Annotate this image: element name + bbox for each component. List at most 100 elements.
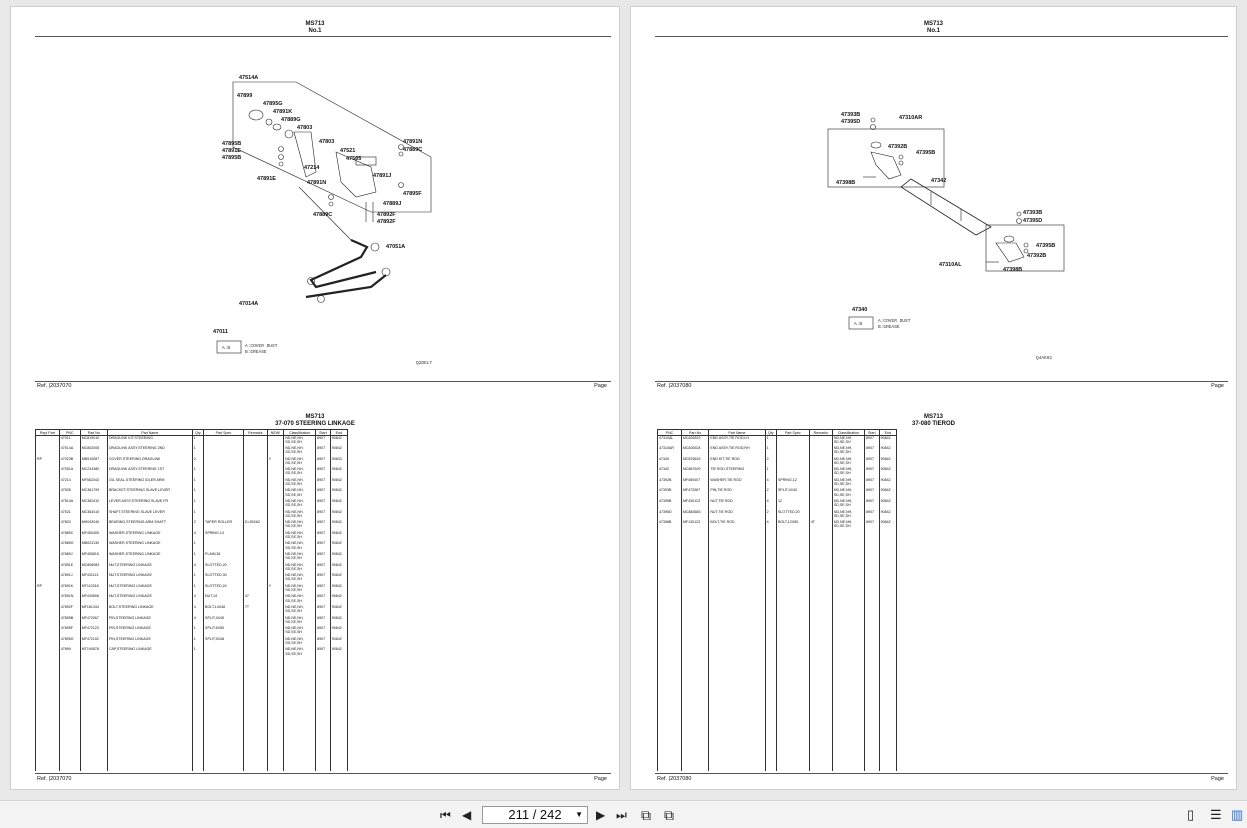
table-cell-cls: ND,NE,NH, SD,SE,SH bbox=[283, 499, 317, 510]
column-header: Remarks bbox=[808, 429, 833, 436]
callout: 47514A bbox=[239, 75, 258, 81]
callout: 47889G bbox=[281, 117, 301, 123]
left-top-sheet: No.1 bbox=[308, 28, 322, 34]
table-cell-cls: ND,NE,NH, SD,SE,SH bbox=[283, 583, 317, 595]
table-cell-spec bbox=[203, 467, 244, 478]
table-cell-partno: MF430123 bbox=[680, 499, 710, 510]
table-cell-end: 90842 bbox=[329, 467, 349, 478]
table-cell-qty: 1 bbox=[191, 446, 205, 457]
table-cell-end: 90842 bbox=[329, 530, 349, 542]
table-cell-partno: MF472102 bbox=[79, 636, 108, 648]
ref-label-bottom: Ref. |2037080 bbox=[657, 776, 692, 782]
table-cell-partno: MC361799 bbox=[79, 488, 108, 500]
ref-label-top: Ref. |2037070 bbox=[37, 383, 72, 389]
table-cell-start: 8907 bbox=[315, 435, 331, 447]
table-cell-cls: ND,NE,NH, SD,SE,SH bbox=[283, 467, 317, 478]
table-cell-name: LEVER ASSY,STEERING SLAVE,FR bbox=[106, 499, 193, 510]
table-cell-spec: 12 bbox=[776, 499, 810, 510]
table-cell-name: DRAGLINK KIT,STEERING bbox=[106, 435, 193, 447]
first-page-icon[interactable]: ⏮ bbox=[440, 808, 451, 822]
table-cell-qty: 1 bbox=[191, 626, 205, 637]
diagram-frame bbox=[232, 81, 432, 213]
table-cell-cls: ND,NE,NH, SD,SE,SH bbox=[283, 573, 317, 584]
table-cell-name: END ASSY,TIE ROD,RH bbox=[708, 446, 766, 457]
next-page-icon[interactable]: ▶ bbox=[596, 808, 606, 822]
table-cell-spec bbox=[776, 467, 810, 478]
table-cell-name: NUT,TIE ROD bbox=[708, 509, 766, 521]
table-cell-qty: 1 bbox=[191, 499, 205, 510]
table-cell-start: 8907 bbox=[864, 488, 880, 500]
note-line: A:COVER DUST bbox=[878, 318, 911, 324]
table-cell-start: 8907 bbox=[315, 562, 331, 574]
table-cell-remarks bbox=[242, 509, 268, 521]
table-cell-new bbox=[266, 626, 285, 637]
note-box-text: A.B bbox=[854, 321, 862, 327]
callout: 47395B bbox=[1036, 243, 1055, 249]
table-cell-pnc: 47023B bbox=[58, 456, 81, 468]
table-cell-cls: ND,NE,NH, SD,SE,SH bbox=[283, 605, 317, 616]
table-cell-qty: 4 bbox=[191, 562, 205, 574]
table-cell-qty: 4 bbox=[764, 520, 778, 531]
table-cell-spec: SLOTTED,20 bbox=[776, 509, 810, 521]
table-cell-new bbox=[266, 477, 285, 489]
table-cell-repl bbox=[35, 562, 60, 574]
table-cell-partno: MT110318 bbox=[79, 583, 108, 595]
table-cell-new bbox=[266, 594, 285, 605]
table-cell-repl bbox=[35, 467, 60, 478]
table-cell-repl bbox=[35, 626, 60, 637]
prev-page-icon[interactable]: ◀ bbox=[462, 808, 472, 822]
table-cell-pnc: 47892F bbox=[58, 605, 81, 616]
table-cell-partno: MC806083 bbox=[79, 562, 108, 574]
table-cell-cls: ND,NE,NH, SD,SE,SH bbox=[831, 520, 866, 531]
go-back-icon[interactable]: ⧉ bbox=[641, 807, 651, 823]
table-cell-qty: 4 bbox=[191, 594, 205, 605]
table-cell-start: 8907 bbox=[315, 583, 331, 595]
table-cell-spec bbox=[203, 647, 244, 658]
table-cell-pnc: 47011 bbox=[58, 435, 81, 447]
table-cell-partno: MC826524 bbox=[680, 446, 710, 457]
table-cell-spec: PLAIN,36 bbox=[203, 552, 244, 563]
joint bbox=[317, 295, 325, 303]
table-filler-row bbox=[35, 657, 349, 771]
go-forward-icon[interactable]: ⧉ bbox=[664, 807, 674, 823]
table-cell-remarks: 7T bbox=[242, 605, 268, 616]
table-cell-repl bbox=[35, 605, 60, 616]
continuous-view-icon[interactable]: ☰ bbox=[1210, 807, 1222, 822]
table-cell-start: 8907 bbox=[315, 636, 331, 648]
facing-view-icon[interactable]: ▥ bbox=[1231, 807, 1244, 822]
cap bbox=[248, 109, 264, 121]
table-cell-start: 8907 bbox=[315, 520, 331, 531]
table-cell-repl bbox=[35, 530, 60, 542]
table-cell-repl bbox=[35, 509, 60, 521]
table-cell-name: PIN,STEERING LINKAGE bbox=[106, 626, 193, 637]
page-number-input[interactable]: 211 / 242▼ bbox=[482, 806, 588, 824]
table-cell-qty: 2 bbox=[764, 509, 778, 521]
table-cell-new bbox=[266, 467, 285, 478]
table-cell-pnc: 47891J bbox=[58, 573, 81, 584]
table-cell-cls: ND,NE,NH, SD,SE,SH bbox=[283, 562, 317, 574]
ref-label-top: Ref. |2037080 bbox=[657, 383, 692, 389]
table-cell-cls: ND,NE,NH, SD,SE,SH bbox=[831, 467, 866, 478]
table-cell-cls: ND,NE,NH, SD,SE,SH bbox=[283, 615, 317, 627]
single-page-view-icon[interactable]: ▯ bbox=[1187, 807, 1195, 822]
table-cell-partno: MF430808 bbox=[79, 594, 108, 605]
table-cell-pnc: 47310AR bbox=[657, 446, 682, 457]
table-cell-partno: MC234380 bbox=[79, 467, 108, 478]
column-header: Classification bbox=[283, 429, 317, 436]
callout: 47891E bbox=[222, 148, 241, 154]
callout: 47395B bbox=[916, 150, 935, 156]
table-cell-partno: MC802005 bbox=[79, 446, 108, 457]
table-cell-new bbox=[266, 520, 285, 531]
table-cell-partno: MC867629 bbox=[680, 467, 710, 478]
table-cell-name: SHAFT,STEERING SLAVE LEVER bbox=[106, 509, 193, 521]
table-cell-qty: 4 bbox=[191, 530, 205, 542]
last-page-icon[interactable]: ⏭ bbox=[616, 808, 627, 822]
table-cell-start: 8907 bbox=[315, 541, 331, 553]
